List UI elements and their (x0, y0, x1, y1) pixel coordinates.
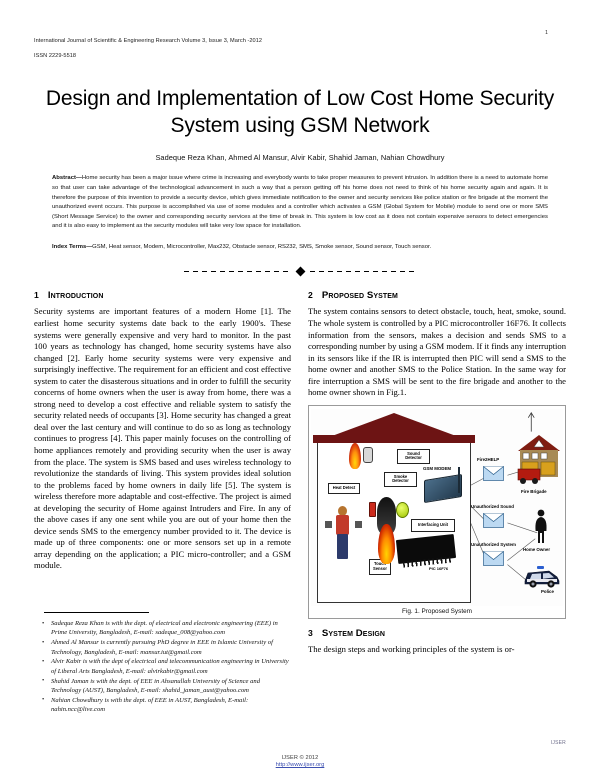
section-heading-system-design: 3 System Design (308, 628, 566, 639)
index-terms: Index Terms—GSM, Heat sensor, Modem, Mic… (52, 243, 548, 253)
abstract-label: Abstract— (52, 175, 82, 182)
footnote-item: Nahian Chowdhury is with the dept. of EE… (42, 695, 291, 715)
police-label: Police (541, 588, 554, 594)
fire-brigade-icon (516, 429, 562, 487)
section-body-system-design: The design steps and working principles … (308, 643, 515, 654)
police-car-icon (521, 565, 563, 589)
interfacing-unit-box: Interfacing Unit (411, 518, 455, 532)
section-body-proposed-system: The system contains sensors to detect ob… (308, 306, 566, 398)
author-footnotes: Sadeque Reza Khan is with the dept. of e… (34, 619, 291, 715)
person-torso-icon (336, 514, 349, 535)
page-title: Design and Implementation of Low Cost Ho… (45, 86, 555, 137)
red-sensor-icon (369, 501, 376, 517)
footnote-item: Ahmed Al Mansur is currently pursuing Ph… (42, 638, 291, 657)
envelope-sound-icon (483, 512, 504, 528)
unauthorized-sound-label: Unauthorized Sound (471, 503, 514, 509)
section-number: 2 (308, 290, 313, 301)
section-title: System Design (321, 627, 386, 639)
journal-url-link[interactable]: http://www.ijser.org (275, 762, 325, 768)
issn-line: ISSN 2229-5518 (34, 52, 77, 59)
abstract-text: Home security has been a major issue whe… (52, 175, 548, 230)
figure-caption: Fig. 1. Proposed System (402, 607, 472, 615)
section-title: Proposed System (321, 290, 398, 302)
home-owner-icon (533, 509, 549, 545)
home-owner-label: Home Owner (523, 546, 551, 552)
section-heading-proposed-system: 2 Proposed System (308, 290, 566, 301)
green-lamp-icon (396, 501, 409, 518)
footnote-item: Alvir Kabir is with the dept of electric… (42, 657, 291, 676)
modem-antenna-icon (458, 466, 460, 493)
column-right: 2 Proposed System The system contains se… (308, 290, 566, 715)
ir-sensor-right-icon (355, 520, 362, 528)
section-body-introduction: Security systems are important features … (34, 306, 291, 571)
section-ornament (184, 266, 416, 277)
sound-detector-box: Sound Detector (397, 448, 430, 464)
heat-detect-box: Heat Detect (328, 482, 360, 494)
person-legs-icon (337, 533, 348, 559)
footnote-item: Sadeque Reza Khan is with the dept. of e… (42, 619, 291, 638)
author-list: Sadeque Reza Khan, Ahmed Al Mansur, Alvi… (155, 153, 445, 163)
diamond-icon (295, 266, 305, 277)
envelope-system-icon (483, 550, 504, 566)
corner-watermark: IJSER (550, 740, 566, 746)
abstract-block: Abstract—Home security has been a major … (52, 174, 548, 252)
copyright-line: IJSER © 2012 (281, 755, 319, 761)
column-left: 1 Introduction Security systems are impo… (34, 290, 291, 715)
envelope-fire-icon (483, 465, 504, 481)
smoke-detector-box: Smoke Detector (384, 471, 417, 487)
section-title: Introduction (47, 290, 104, 302)
section-number: 3 (308, 627, 313, 638)
gsm-modem-label: GSM MODEM (423, 465, 452, 471)
index-terms-label: Index Terms— (52, 243, 93, 250)
bell-sensor-icon (363, 446, 373, 463)
index-terms-text: GSM, Heat sensor, Modem, Microcontroller… (92, 243, 432, 250)
pic-label: PIC 16F76 (429, 565, 449, 571)
footnote-item: Shahid Jaman is with the dept. of EEE in… (42, 676, 291, 696)
figure-1: Sound Detector Smoke Detector Heat Detec… (308, 404, 566, 619)
section-heading-introduction: 1 Introduction (34, 290, 291, 301)
person-head-icon (338, 505, 347, 516)
abstract-paragraph: Abstract—Home security has been a major … (52, 174, 548, 231)
footnote-rule (44, 612, 149, 613)
figure-canvas: Sound Detector Smoke Detector Heat Detec… (311, 408, 563, 606)
journal-line: International Journal of Scientific & En… (34, 37, 263, 44)
page-number: 1 (545, 30, 548, 36)
fire-help-label: Fire2HELP (477, 456, 500, 462)
fire-flame-icon (378, 523, 395, 564)
house-roof-base (313, 434, 475, 443)
fire-brigade-label: Fire Brigade (521, 488, 547, 494)
ornament-dash-right (309, 270, 416, 273)
spark-flame-icon (349, 442, 361, 469)
unauthorized-system-label: Unauthorized System (471, 541, 516, 547)
running-head-left: International Journal of Scientific & En… (34, 30, 262, 68)
ir-sensor-left-icon (325, 520, 332, 528)
section-number: 1 (34, 290, 39, 301)
ornament-dash-left (184, 270, 291, 273)
running-head: International Journal of Scientific & En… (34, 30, 566, 68)
body-columns: 1 Introduction Security systems are impo… (34, 290, 566, 715)
page-footer: IJSER © 2012 http://www.ijser.org (0, 755, 600, 768)
